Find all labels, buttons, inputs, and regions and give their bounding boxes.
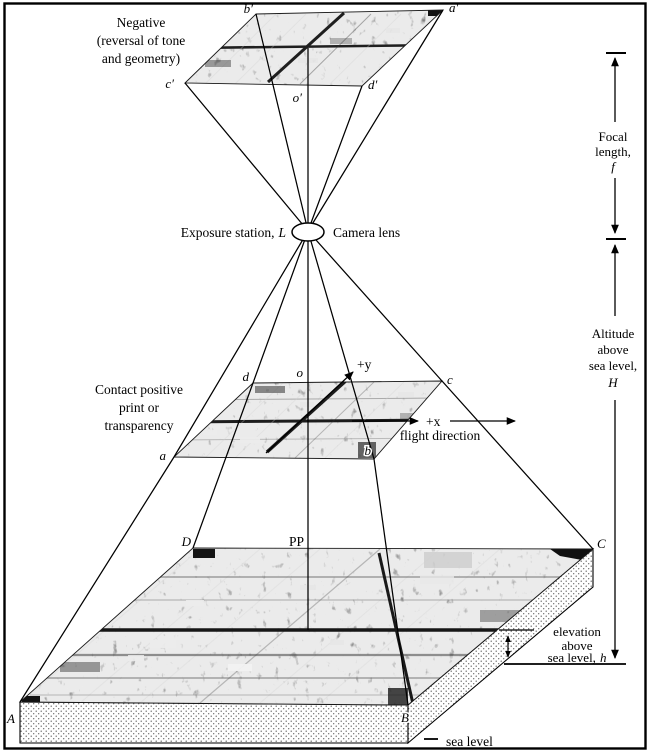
focal-label-symbol: f xyxy=(611,159,617,174)
plus-x-label: +x xyxy=(426,414,441,429)
elevation-sea-text: sea level, xyxy=(548,650,596,665)
negative-caption-line3: and geometry) xyxy=(102,51,180,66)
point-a: a xyxy=(160,448,167,463)
point-a-prime: a′ xyxy=(449,0,459,15)
point-PP: PP xyxy=(289,534,304,549)
point-A: A xyxy=(6,711,15,726)
point-c: c xyxy=(447,372,453,387)
photo-axes xyxy=(265,371,516,454)
camera-lens-ellipse xyxy=(291,222,325,242)
ray-dprime-to-D xyxy=(192,85,363,549)
block-front-face xyxy=(19,701,409,744)
point-D: D xyxy=(181,534,192,549)
elevation-label-line2: above xyxy=(561,638,592,653)
exposure-station-text: Exposure station, xyxy=(181,225,275,240)
negative-photo-detail xyxy=(189,10,443,85)
point-b-prime: b′ xyxy=(244,1,254,16)
labels: Negative (reversal of tone and geometry)… xyxy=(6,0,637,749)
sea-level-label: sea level xyxy=(446,734,493,749)
point-C: C xyxy=(597,536,606,551)
ray-cprime-to-C xyxy=(184,82,594,550)
focal-label-line1: Focal xyxy=(599,129,628,144)
point-b: b xyxy=(365,443,372,458)
altitude-label-line2: above xyxy=(597,342,628,357)
y-axis-arrow xyxy=(265,371,354,454)
terrain-photo xyxy=(18,547,595,706)
focal-label-line2: length, xyxy=(595,144,631,159)
ray-bprime-to-B xyxy=(255,13,409,706)
plus-y-label: +y xyxy=(357,357,372,372)
point-o: o xyxy=(297,365,304,380)
flight-direction-label: flight direction xyxy=(400,428,481,443)
point-d: d xyxy=(243,369,250,384)
altitude-label-line1: Altitude xyxy=(592,326,635,341)
camera-lens-label: Camera lens xyxy=(333,225,400,240)
positive-caption-line3: transparency xyxy=(105,418,174,433)
point-d-prime: d′ xyxy=(368,77,378,92)
elevation-label-line3: sea level, h xyxy=(548,650,607,665)
positive-caption-line2: print or xyxy=(119,400,160,415)
point-c-prime: c′ xyxy=(165,76,174,91)
projection-rays xyxy=(19,9,594,706)
negative-plane-photo xyxy=(183,9,445,87)
negative-caption-line2: (reversal of tone xyxy=(97,33,185,48)
elevation-label-line1: elevation xyxy=(553,624,601,639)
negative-caption-line1: Negative xyxy=(117,15,166,30)
altitude-label-symbol: H xyxy=(607,375,618,390)
exposure-station-label: Exposure station,L xyxy=(181,225,286,240)
exposure-station-symbol: L xyxy=(277,225,286,240)
point-B: B xyxy=(401,710,409,725)
positive-caption-line1: Contact positive xyxy=(95,382,183,397)
altitude-label-line3: sea level, xyxy=(589,358,637,373)
terrain-block xyxy=(18,547,595,745)
focal-length-dimension xyxy=(606,52,626,240)
ray-aprime-to-A xyxy=(19,9,444,703)
elevation-symbol: h xyxy=(600,650,607,665)
point-o-prime: o′ xyxy=(293,90,303,105)
elevation-dimension xyxy=(499,629,626,665)
